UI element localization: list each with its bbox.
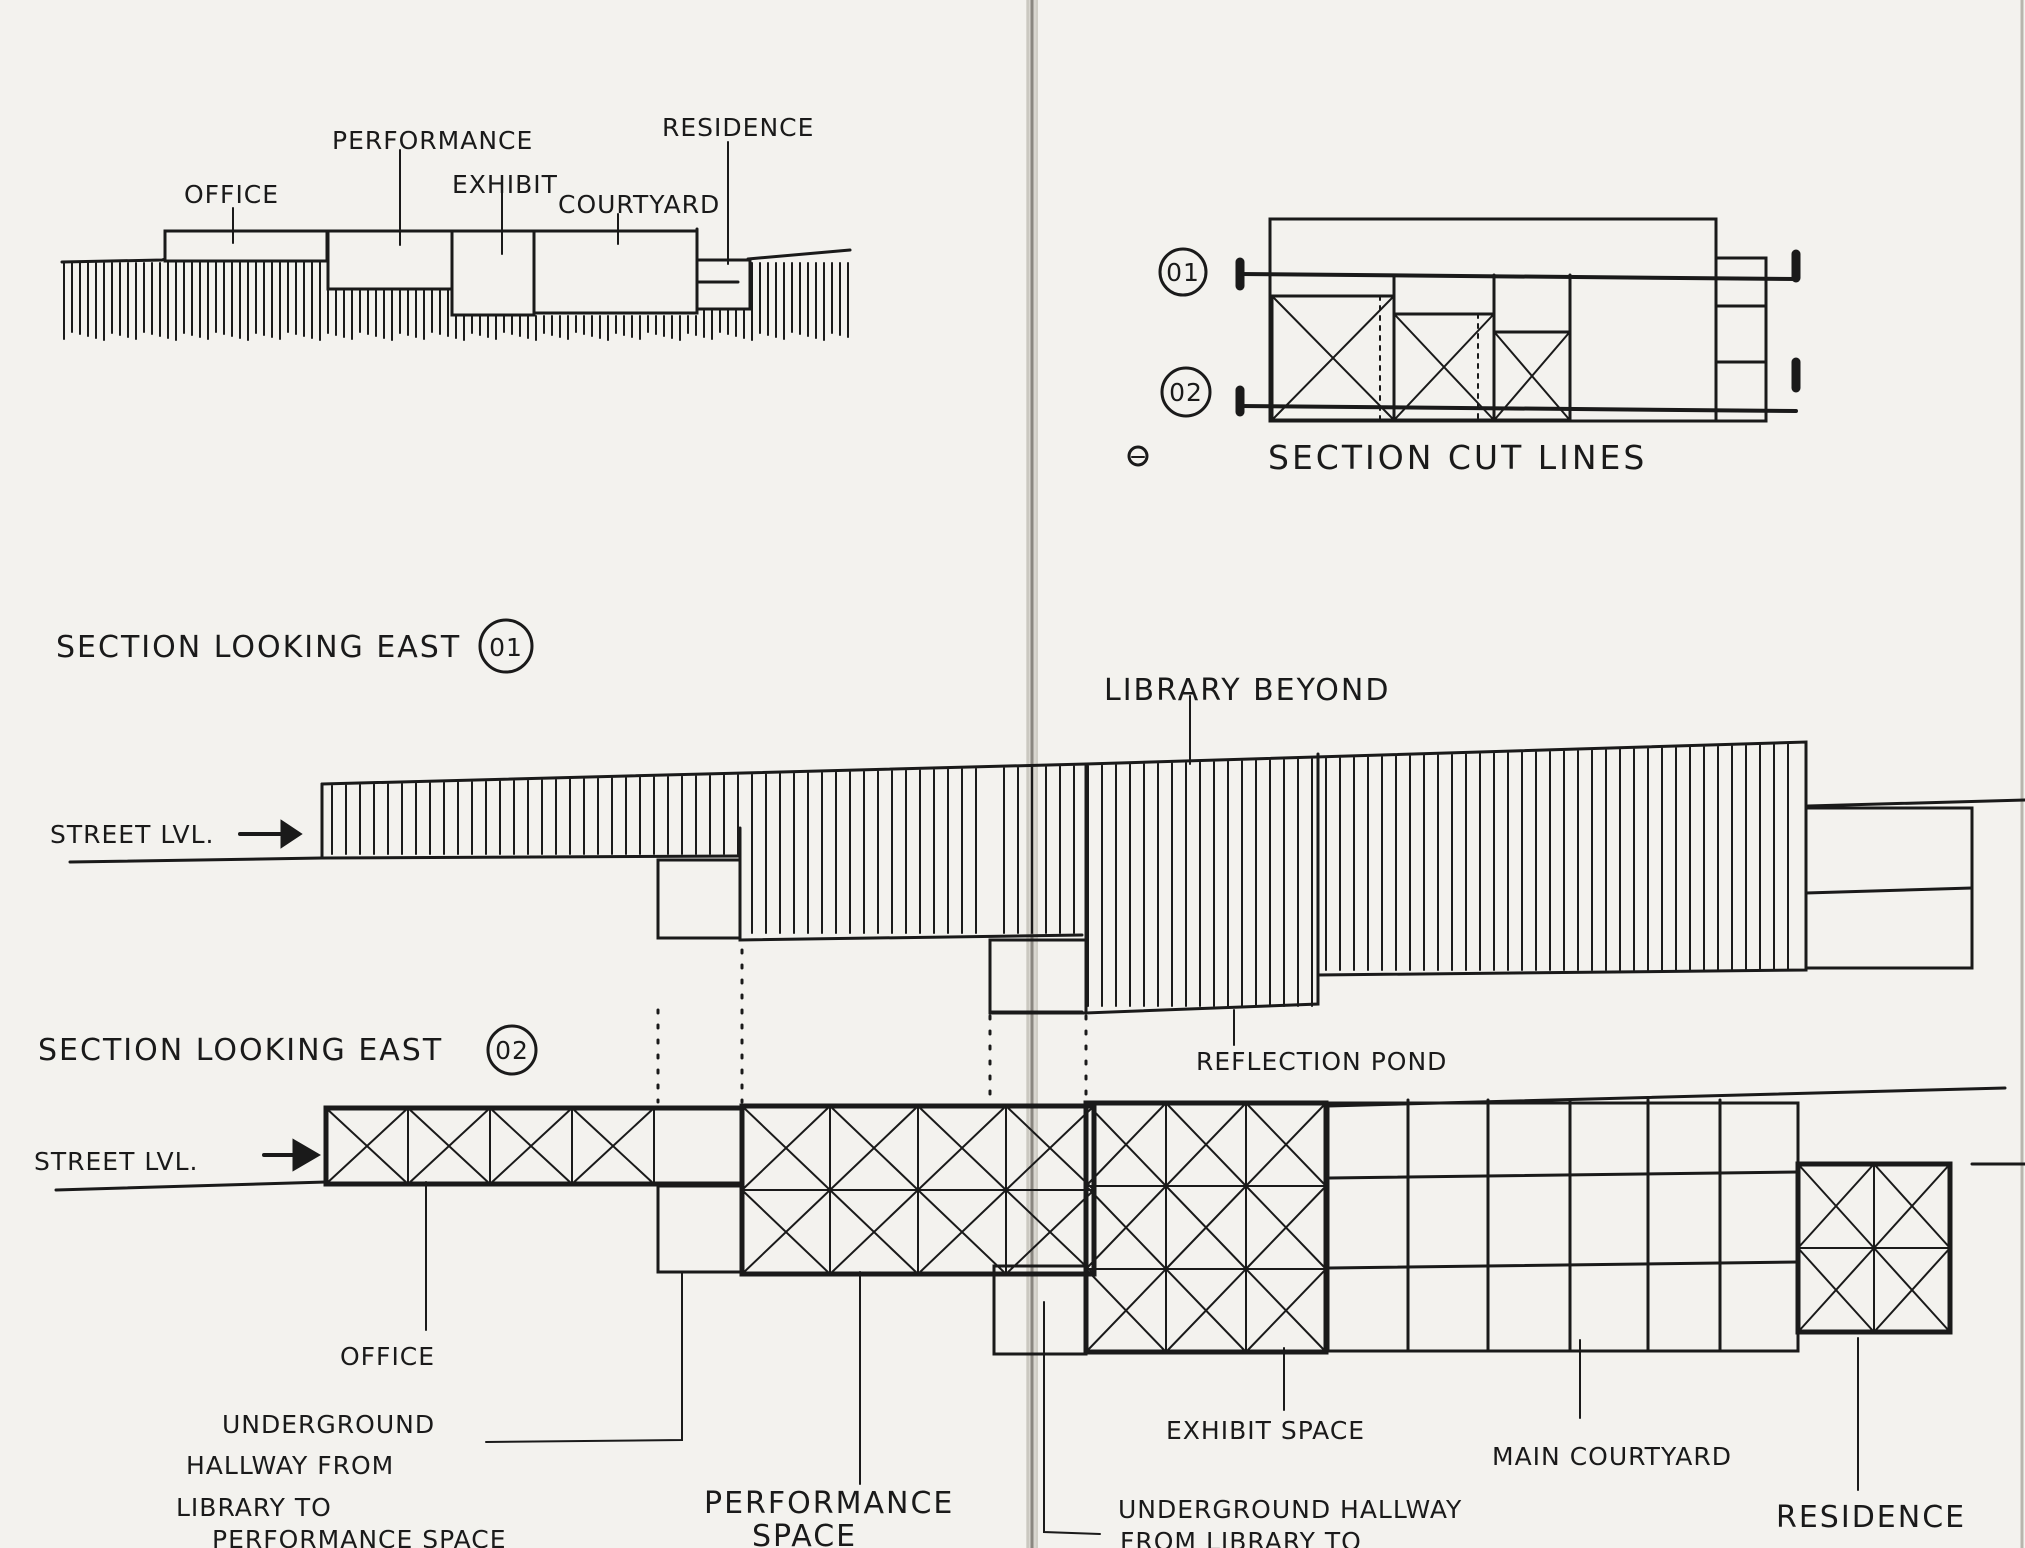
cut-marker-02: 02 bbox=[1169, 378, 1203, 407]
section-01-title: SECTION LOOKING EAST bbox=[56, 630, 461, 665]
svg-text:PERFORMANCE SPACE: PERFORMANCE SPACE bbox=[212, 1525, 507, 1548]
section-01-number: 01 bbox=[489, 633, 523, 662]
reflection-pond-label: REFLECTION POND bbox=[1196, 1047, 1447, 1076]
svg-text:HALLWAY FROM: HALLWAY FROM bbox=[186, 1451, 394, 1480]
section-02-leaders bbox=[425, 1181, 1859, 1535]
office-label: OFFICE bbox=[340, 1342, 435, 1371]
section-cut-title: SECTION CUT LINES bbox=[1268, 438, 1647, 477]
underground-hallway-1-label: UNDERGROUND HALLWAY FROM LIBRARY TO PERF… bbox=[176, 1410, 507, 1548]
main-courtyard-label: MAIN COURTYARD bbox=[1492, 1442, 1732, 1471]
svg-text:PERFORMANCE: PERFORMANCE bbox=[704, 1486, 954, 1521]
section-02-number: 02 bbox=[495, 1036, 529, 1065]
exhibit-space-label: EXHIBIT SPACE bbox=[1166, 1416, 1365, 1445]
section-link-dots bbox=[656, 948, 1088, 1104]
section-01: SECTION LOOKING EAST 01 STREET LVL. bbox=[50, 618, 2025, 1076]
svg-text:UNDERGROUND HALLWAY: UNDERGROUND HALLWAY bbox=[1118, 1495, 1462, 1524]
plan-label-office: OFFICE bbox=[184, 180, 279, 209]
svg-text:LIBRARY TO: LIBRARY TO bbox=[176, 1493, 332, 1522]
svg-text:UNDERGROUND: UNDERGROUND bbox=[222, 1410, 435, 1439]
plan-label-exhibit: EXHIBIT bbox=[452, 170, 558, 199]
section-02-street-level: STREET LVL. bbox=[34, 1147, 198, 1176]
performance-space-label: PERFORMANCE SPACE bbox=[704, 1486, 954, 1548]
svg-text:FROM LIBRARY TO: FROM LIBRARY TO bbox=[1120, 1527, 1362, 1548]
plan-label-residence: RESIDENCE bbox=[662, 113, 814, 142]
section-cut-diagram: 01 02 SECTION CUT LINES bbox=[1127, 217, 1801, 477]
cut-marker-01: 01 bbox=[1166, 258, 1200, 287]
section-02-title: SECTION LOOKING EAST bbox=[38, 1033, 443, 1068]
section-02: SECTION LOOKING EAST 02 STREET LVL. bbox=[34, 1024, 2025, 1548]
plan-label-courtyard: COURTYARD bbox=[558, 190, 720, 219]
residence-label: RESIDENCE bbox=[1776, 1500, 1966, 1535]
page-gutter bbox=[1026, 0, 2024, 1548]
underground-hallway-2-label: UNDERGROUND HALLWAY FROM LIBRARY TO bbox=[1118, 1495, 1462, 1548]
library-beyond-label: LIBRARY BEYOND bbox=[1104, 673, 1390, 708]
plan-diagram: OFFICE PERFORMANCE EXHIBIT COURTYARD RES… bbox=[60, 113, 852, 341]
svg-text:SPACE: SPACE bbox=[752, 1519, 857, 1548]
plan-label-performance: PERFORMANCE bbox=[332, 126, 533, 155]
section-01-street-level: STREET LVL. bbox=[50, 820, 214, 849]
